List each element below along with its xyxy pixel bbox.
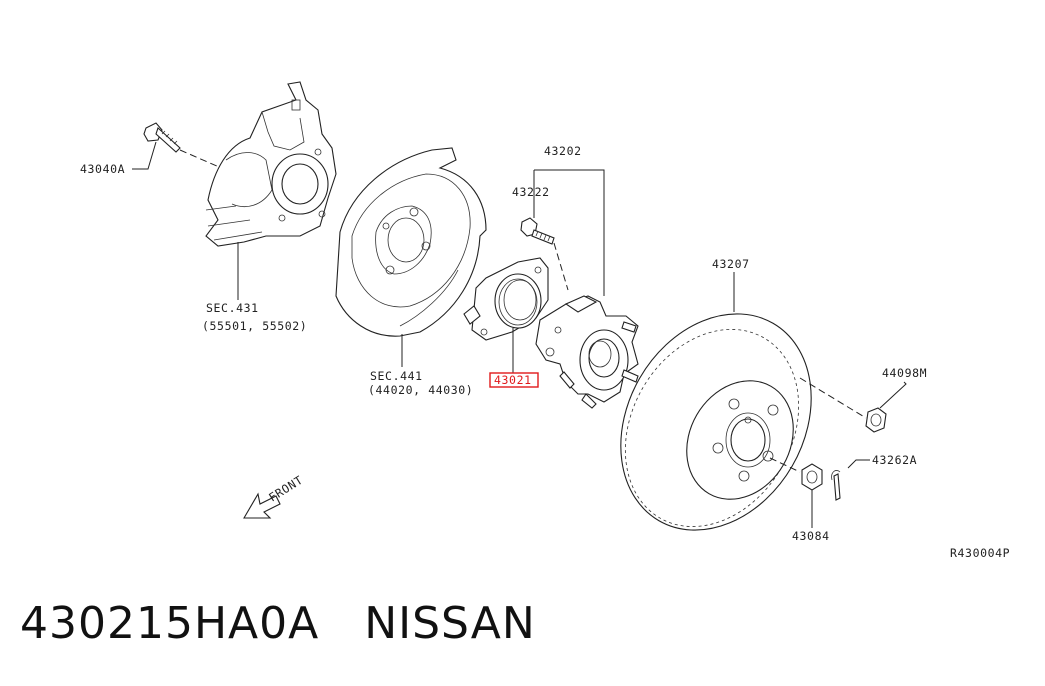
label-front: FRONT (266, 473, 305, 505)
label-43021[interactable]: 43021 (494, 373, 532, 387)
backing-plate-sec441[interactable] (335, 147, 487, 337)
part-number: 430215HA0A (20, 598, 320, 649)
highlight-box-43021[interactable] (489, 372, 539, 388)
label-43202[interactable]: 43202 (544, 144, 582, 158)
label-43222[interactable]: 43222 (512, 185, 550, 199)
diagram-reference-code: R430004P (950, 546, 1010, 560)
nut-43084[interactable] (801, 463, 823, 491)
bolt-43040a[interactable] (143, 122, 181, 153)
bearing-43021[interactable] (463, 257, 549, 341)
label-44098m[interactable]: 44098M (882, 366, 927, 380)
label-43262a[interactable]: 43262A (872, 453, 917, 467)
brand-name: NISSAN (364, 598, 536, 649)
label-43207[interactable]: 43207 (712, 257, 750, 271)
bolt-43222[interactable] (520, 217, 555, 245)
brake-disc-43207[interactable] (583, 279, 849, 564)
label-sec441-parts: (44020, 44030) (368, 383, 473, 397)
label-43084[interactable]: 43084 (792, 529, 830, 543)
label-sec431[interactable]: SEC.431 (206, 301, 259, 315)
nut-44098m[interactable] (865, 407, 887, 433)
front-arrow-icon (243, 492, 281, 519)
hub-assembly-43202[interactable] (535, 295, 639, 409)
knuckle-sec431[interactable] (205, 81, 337, 247)
exploded-parts-diagram: 43040A SEC.431 (55501, 55502) SEC.441 (4… (80, 81, 1010, 564)
part-title-row: 430215HA0A NISSAN (20, 598, 536, 649)
label-sec431-parts: (55501, 55502) (202, 319, 307, 333)
label-43040a[interactable]: 43040A (80, 162, 125, 176)
label-sec441[interactable]: SEC.441 (370, 369, 423, 383)
cotter-pin-43262a[interactable] (831, 470, 841, 501)
